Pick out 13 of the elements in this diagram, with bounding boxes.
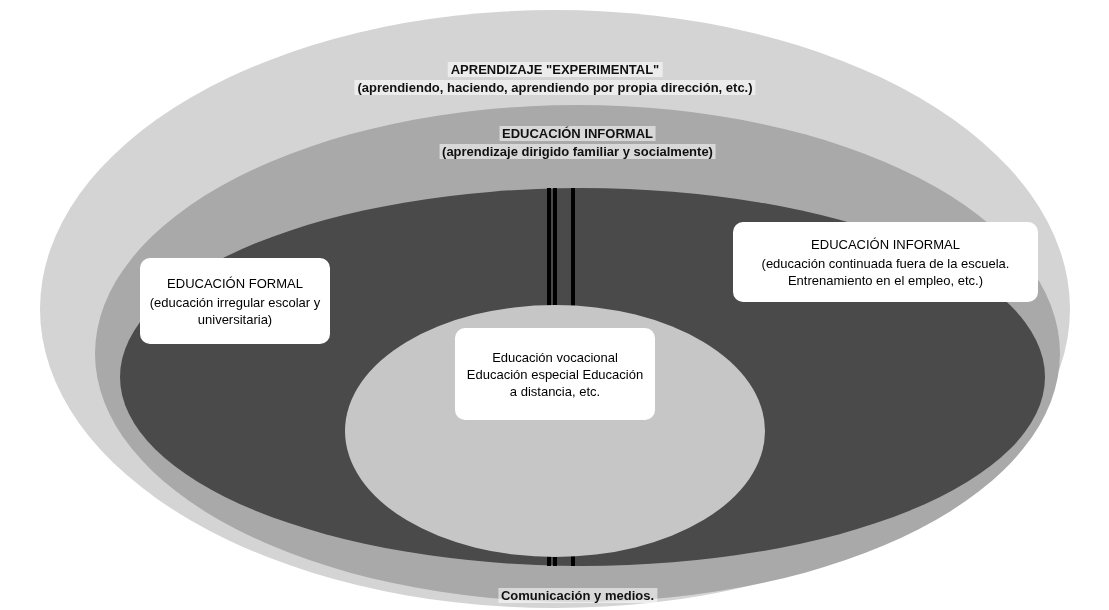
label-box xyxy=(733,222,1038,302)
box-text: Educación vocacional Educación especial Educación a distancia, etc. xyxy=(465,348,645,400)
label-box xyxy=(140,258,330,344)
region-text: (aprendizaje dirigido familiar y socialmente) xyxy=(439,144,716,159)
region-heading: APRENDIZAJE "EXPERIMENTAL" xyxy=(447,62,663,77)
label-box xyxy=(455,328,655,420)
box-heading: EDUCACIÓN FORMAL xyxy=(166,274,304,292)
region-heading: EDUCACIÓN INFORMAL xyxy=(499,126,656,141)
box-text: (educación continuada fuera de la escuela. Entrenamiento en el empleo, etc.) xyxy=(760,254,1011,289)
region-text: (aprendiendo, haciendo, aprendiendo por propia dirección, etc.) xyxy=(354,80,756,95)
box-heading: EDUCACIÓN INFORMAL xyxy=(810,235,961,253)
region-text: Comunicación y medios. xyxy=(497,588,658,603)
box-text: (educación irregular escolar y universitaria) xyxy=(148,293,322,328)
